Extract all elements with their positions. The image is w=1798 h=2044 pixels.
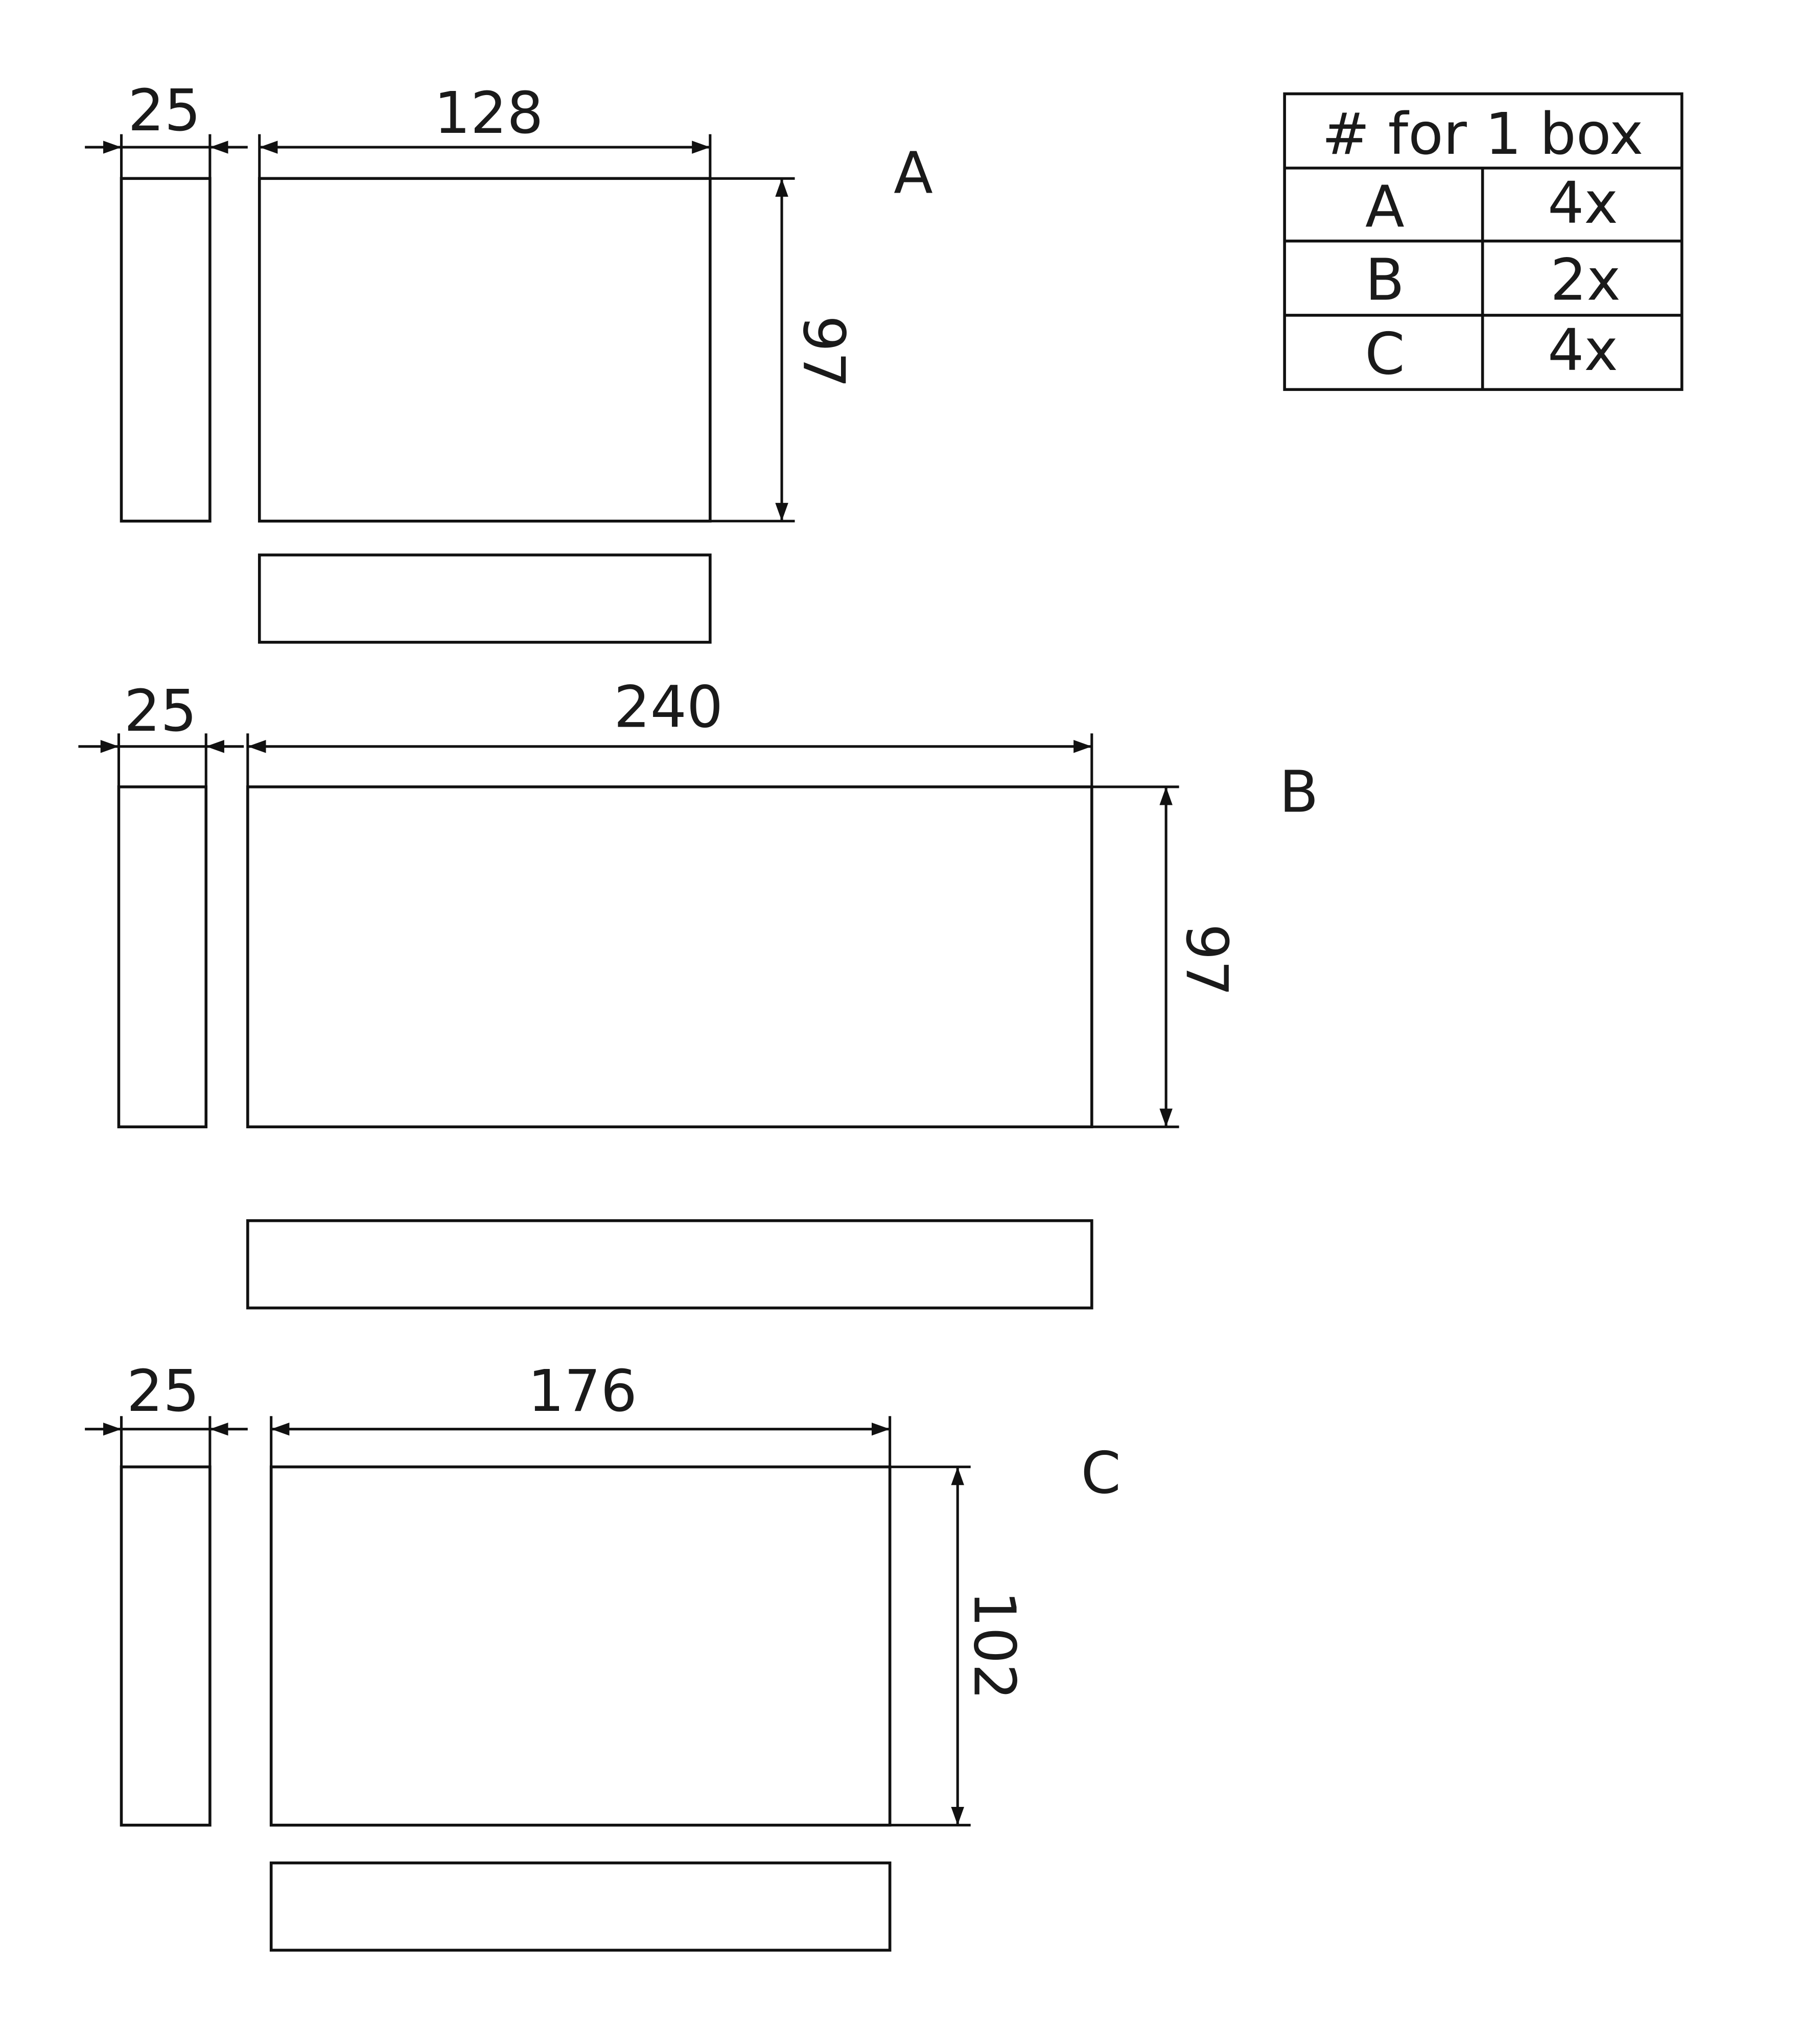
- part-a: 25 128 97 A: [85, 78, 933, 644]
- table-cell-part: C: [1365, 321, 1405, 388]
- part-a-front-view: [258, 177, 712, 523]
- table-cell-qty: 4x: [1548, 170, 1618, 237]
- table-header: # for 1 box: [1322, 101, 1643, 168]
- part-c-side-view: [120, 1465, 212, 1827]
- part-b-side-view: [117, 785, 208, 1129]
- part-b: 25 240 97 B: [78, 675, 1319, 1310]
- table-cell-part: A: [1365, 174, 1405, 241]
- part-b-label: B: [1279, 759, 1319, 825]
- table-cell-qty: 2x: [1550, 247, 1621, 313]
- part-a-width-label: 128: [434, 80, 543, 147]
- part-c-label: C: [1081, 1441, 1121, 1507]
- part-a-side-view: [120, 177, 212, 523]
- part-c-height-label: 102: [961, 1591, 1027, 1700]
- quantity-table: # for 1 box A 4x B 2x C 4x: [1283, 92, 1684, 391]
- part-a-depth-label: 25: [128, 78, 201, 144]
- part-b-top-view: [246, 1219, 1093, 1310]
- part-c-width-label: 176: [528, 1358, 637, 1425]
- part-b-height-label: 97: [1173, 924, 1240, 997]
- part-a-top-view: [258, 553, 712, 644]
- part-c-top-view: [269, 1861, 892, 1952]
- part-a-label: A: [894, 140, 933, 206]
- part-b-depth-label: 25: [124, 678, 197, 745]
- table-cell-qty: 4x: [1548, 317, 1618, 384]
- part-b-width-label: 240: [614, 675, 723, 741]
- part-a-height-label: 97: [790, 315, 856, 388]
- part-c-front-view: [269, 1465, 892, 1827]
- part-c: 25 176 102 C: [85, 1358, 1121, 1952]
- part-b-front-view: [246, 785, 1093, 1129]
- table-cell-part: B: [1365, 247, 1405, 313]
- part-c-depth-label: 25: [127, 1358, 200, 1425]
